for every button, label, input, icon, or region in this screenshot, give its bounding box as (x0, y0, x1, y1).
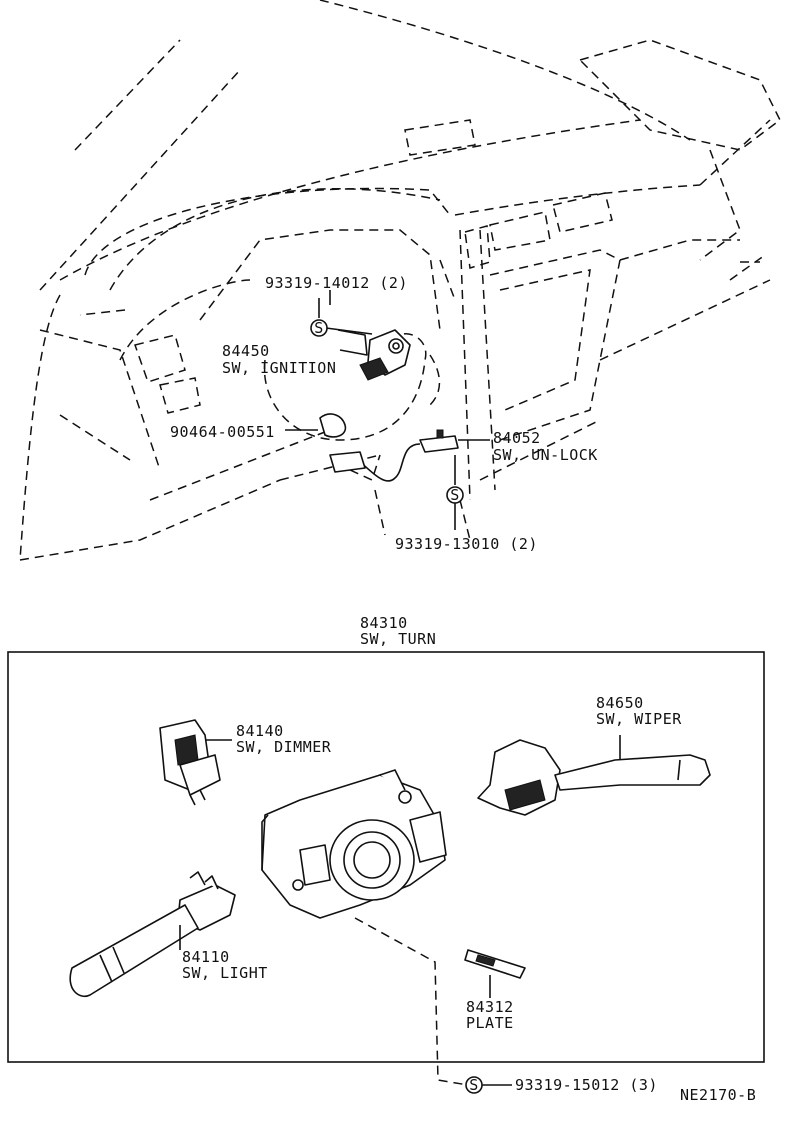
plate-part-number: 84312 (466, 998, 514, 1016)
light-part-name: SW, LIGHT (182, 964, 268, 982)
clamp-part (285, 413, 347, 438)
dimmer-part-name: SW, DIMMER (236, 738, 332, 756)
ignition-screw-symbol: S (310, 290, 331, 337)
bottom-screw-symbol: S (465, 1076, 512, 1094)
ignition-part-number: 84450 (222, 342, 270, 360)
dimmer-part-number: 84140 (236, 722, 284, 740)
assembly-frame (7, 651, 765, 1063)
bottom-screw-leader (354, 917, 469, 1086)
ignition-switch-part (325, 327, 411, 381)
unlock-part-name: SW, UN-LOCK (493, 446, 598, 464)
svg-text:S: S (450, 486, 460, 504)
assembly-part-number: 84310 (360, 614, 408, 632)
unlock-screw-symbol: S (446, 486, 464, 530)
wiper-switch-part (477, 735, 711, 816)
wiper-part-name: SW, WIPER (596, 710, 682, 728)
light-part-number: 84110 (182, 948, 230, 966)
wiper-part-number: 84650 (596, 694, 644, 712)
assembly-part-name: SW, TURN (360, 630, 436, 648)
diagram-id: NE2170-B (680, 1086, 756, 1104)
light-switch-part (69, 871, 236, 997)
unlock-screw-label: 93319-13010 (2) (395, 535, 538, 553)
unlock-switch-part (329, 429, 490, 485)
plate-part-name: PLATE (466, 1014, 514, 1032)
ignition-part-name: SW, IGNITION (222, 359, 336, 377)
combination-switch-body (261, 769, 447, 919)
clamp-part-number: 90464-00551 (170, 423, 275, 441)
ignition-screw-label: 93319-14012 (2) (265, 274, 408, 292)
bottom-screw-label: 93319-15012 (3) (515, 1076, 658, 1094)
dashboard-outline (19, 0, 781, 561)
plate-part (464, 949, 526, 998)
dimmer-switch-part (159, 719, 232, 806)
svg-text:S: S (469, 1076, 479, 1094)
unlock-part-number: 84052 (493, 429, 541, 447)
svg-text:S: S (314, 319, 324, 337)
